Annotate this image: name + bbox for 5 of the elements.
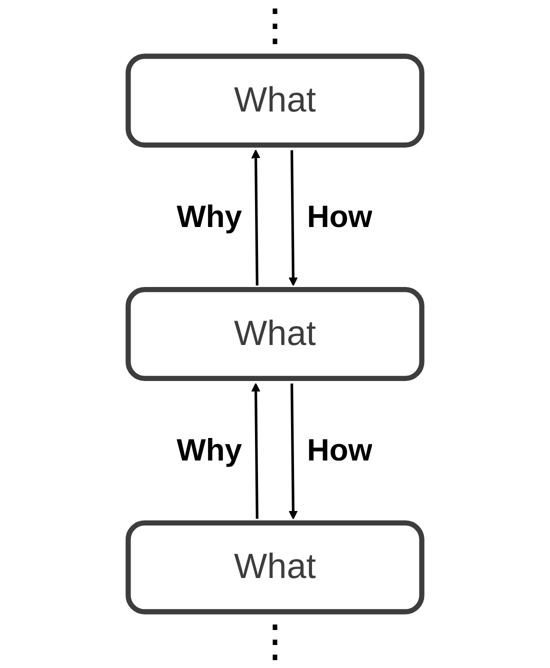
process-box: What — [126, 287, 424, 381]
vertical-ellipsis: ⋮ — [253, 4, 297, 48]
process-box: What — [126, 54, 424, 148]
process-box: What — [126, 520, 424, 614]
vertical-ellipsis: ⋮ — [253, 620, 297, 664]
